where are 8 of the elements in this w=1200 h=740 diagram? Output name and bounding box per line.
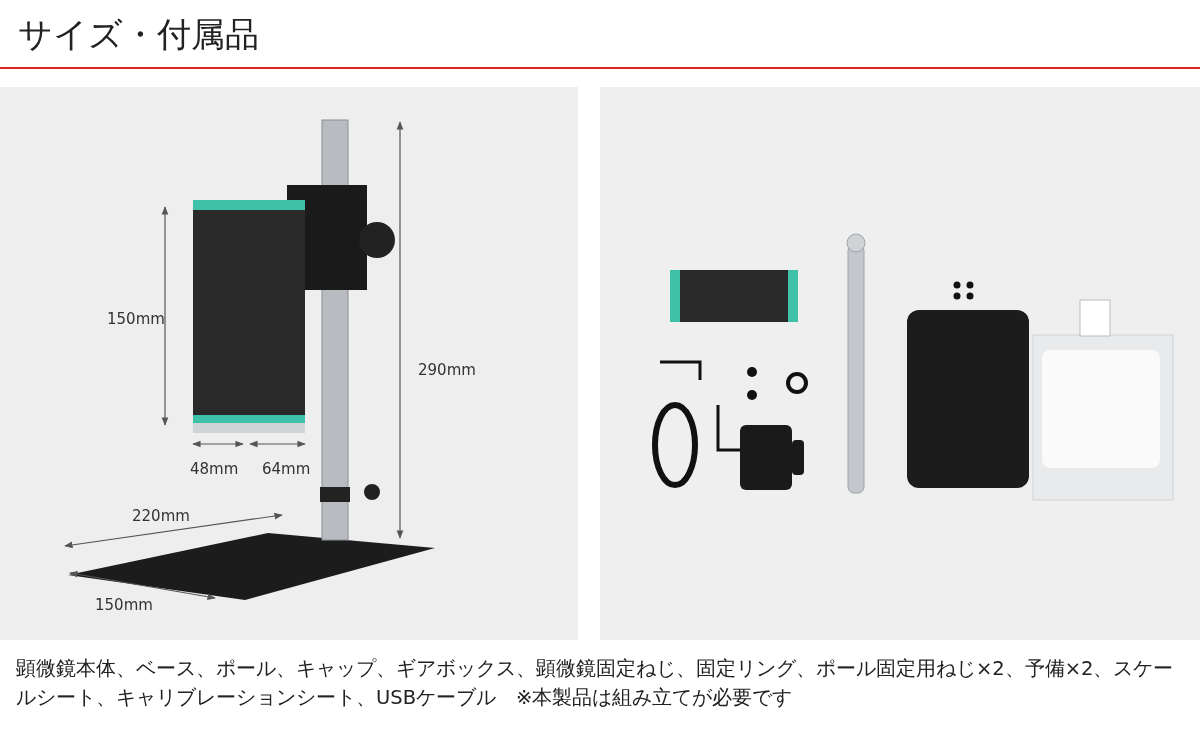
dimension-label: 64mm (262, 460, 311, 478)
dimension-label: 48mm (190, 460, 239, 478)
dimension-label: 150mm (95, 596, 153, 614)
page-title: サイズ・付属品 (18, 13, 259, 56)
dimension-label: 150mm (107, 310, 165, 328)
caption: 顕微鏡本体、ベース、ポール、キャップ、ギアボックス、顕微鏡固定ねじ、固定リング、ポール固定用ねじ×2、予備×2、スケールシート、キャリブレーションシート、USBケーブル ※本製品は組み立てが必要です (16, 656, 1175, 711)
dimension-label: 220mm (132, 507, 190, 525)
dimension-label: 290mm (418, 361, 476, 379)
